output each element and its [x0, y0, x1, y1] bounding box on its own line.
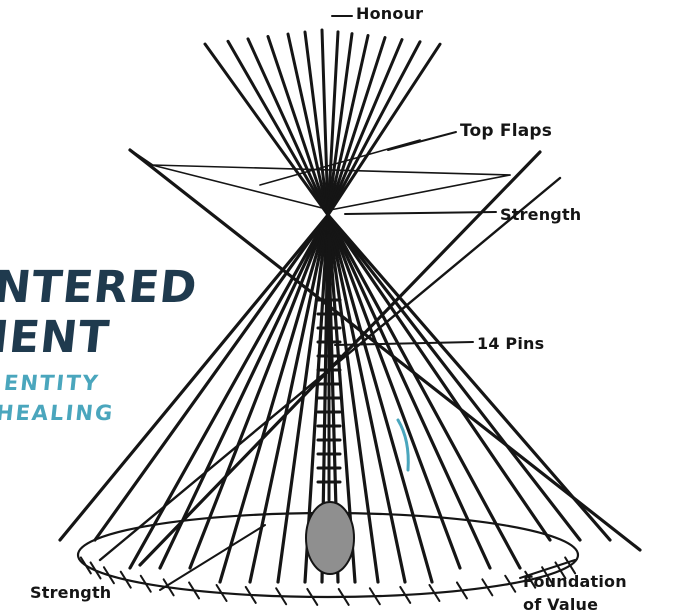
label-strength-bottom: Strength — [30, 583, 111, 602]
label-foundation: Foundation — [523, 572, 627, 591]
label-top-flaps: Top Flaps — [460, 121, 552, 141]
overlay-text-line1: NTERED — [0, 262, 200, 313]
overlay-text-line3: ENTITY — [3, 371, 101, 395]
label-of-value: of Value — [523, 595, 598, 614]
pole-21 — [328, 215, 610, 540]
flap-line-3 — [330, 175, 510, 210]
label-strength-top: Strength — [500, 205, 581, 224]
overlay-text-line4: HEALING — [0, 401, 115, 425]
label-honour: Honour — [356, 4, 423, 23]
door — [306, 502, 354, 574]
pole-tip-14 — [328, 44, 440, 215]
flap-tip-left — [130, 150, 152, 165]
pointer-top-flaps — [388, 132, 456, 150]
overlay-text-line2: IENT — [0, 312, 112, 363]
pointer-strength-top — [345, 212, 496, 214]
label-14-pins: 14 Pins — [477, 334, 544, 353]
peg-21 — [91, 562, 101, 578]
long-pole-right — [140, 152, 540, 565]
peg-22 — [81, 557, 91, 573]
